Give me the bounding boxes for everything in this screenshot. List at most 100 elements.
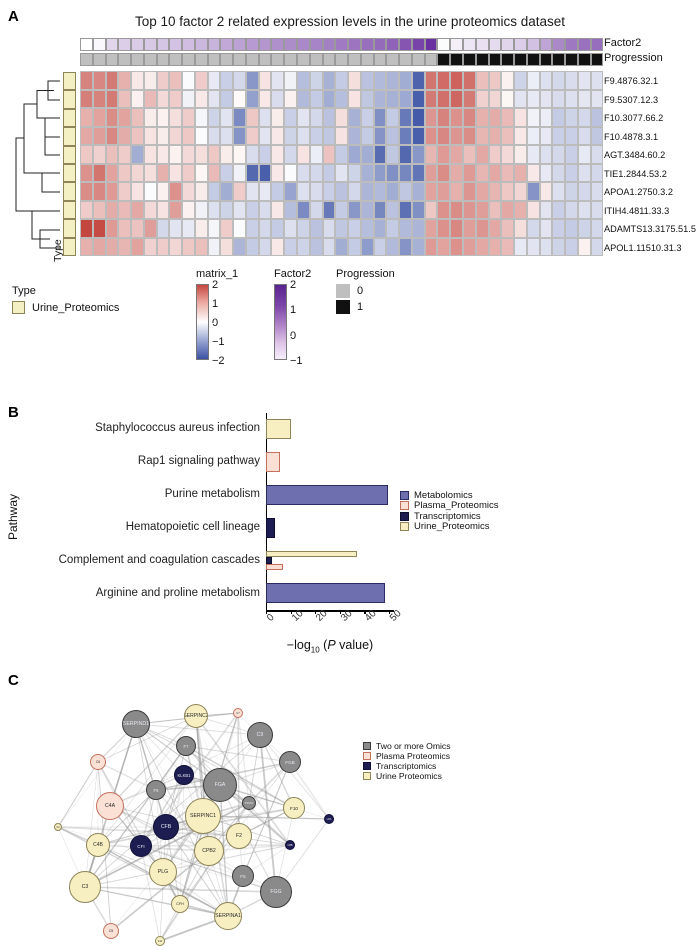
heatmap-cell: [335, 71, 349, 90]
heatmap-cell: [539, 108, 553, 127]
network-node[interactable]: CFI: [130, 835, 152, 857]
type-annotation-cell: [63, 108, 76, 128]
network-node[interactable]: F7: [176, 736, 196, 756]
barchart-x-axis-label: −log10 (P value): [266, 638, 394, 655]
network-node[interactable]: PLG: [149, 858, 177, 886]
heatmap-cell: [577, 89, 591, 108]
network-node[interactable]: F11: [155, 936, 165, 946]
factor2-annotation-cell: [143, 38, 157, 51]
heatmap-cell: [411, 200, 425, 219]
heatmap-cell: [284, 219, 298, 238]
heatmap-cell: [322, 182, 336, 201]
heatmap-cell: [348, 237, 361, 256]
heatmap-row: [80, 182, 604, 201]
network-node[interactable]: FGG: [260, 876, 292, 908]
network-node[interactable]: F10: [283, 797, 305, 819]
heatmap-cell: [284, 126, 298, 145]
heatmap-cell: [131, 200, 144, 219]
heatmap-cell: [297, 145, 310, 164]
heatmap-row-label: AGT.3484.60.2: [604, 150, 666, 160]
heatmap-cell: [80, 108, 93, 127]
network-node[interactable]: C7: [233, 708, 243, 718]
heatmap-cell: [92, 145, 106, 164]
network-node[interactable]: SERPINC2: [184, 704, 208, 728]
network-node[interactable]: C4A: [96, 792, 124, 820]
network-node[interactable]: KLKB1: [174, 765, 194, 785]
progression-annotation-cell: [373, 53, 387, 66]
heatmap-cell: [373, 71, 387, 90]
heatmap-cell: [297, 182, 310, 201]
barchart-bar: [266, 564, 283, 571]
network-node[interactable]: PROC: [242, 796, 256, 810]
network-node[interactable]: C9: [247, 722, 273, 748]
heatmap-row: [80, 108, 604, 127]
network-node[interactable]: C6: [90, 754, 106, 770]
progression-annotation-cell: [565, 53, 578, 66]
factor2-tick-label: −1: [290, 355, 303, 367]
network-node[interactable]: F5: [232, 865, 254, 887]
heatmap-cell: [424, 182, 438, 201]
heatmap-cell: [245, 237, 259, 256]
heatmap-cell: [182, 89, 195, 108]
heatmap-row-label: F9.5307.12.3: [604, 94, 659, 105]
heatmap-cell: [335, 126, 349, 145]
heatmap-cell: [143, 108, 157, 127]
heatmap-cell: [233, 145, 246, 164]
network-node[interactable]: F9: [146, 780, 166, 800]
progression-annotation-cell: [131, 53, 144, 66]
network-node[interactable]: C4B: [86, 833, 110, 857]
network-node[interactable]: C5: [103, 923, 119, 939]
heatmap-cell: [526, 145, 540, 164]
network-node[interactable]: LPA: [324, 814, 334, 824]
heatmap-cell: [488, 145, 502, 164]
network-legend-label: Urine Proteomics: [376, 771, 442, 781]
heatmap-cell: [514, 200, 527, 219]
heatmap-cell: [309, 108, 323, 127]
progression-annotation-cell: [118, 53, 132, 66]
type-annotation-cell: [63, 219, 76, 238]
network-node[interactable]: SERPIND1: [122, 710, 150, 738]
factor2-tick-label: 2: [290, 279, 297, 291]
network-node[interactable]: FGA: [203, 768, 237, 802]
network-node[interactable]: FGB: [279, 751, 301, 773]
heatmap-cell: [399, 237, 412, 256]
network-node[interactable]: CPB2: [194, 836, 224, 866]
progression-annotation-cell: [207, 53, 221, 66]
network-node[interactable]: C8B: [285, 840, 295, 850]
network-node[interactable]: SERPINA1: [214, 902, 242, 930]
heatmap-cell: [360, 182, 374, 201]
network-legend-item: Urine Proteomics: [363, 771, 451, 781]
heatmap-cell: [450, 108, 463, 127]
network-node[interactable]: CFB: [153, 814, 179, 840]
factor2-annotation-cell: [322, 38, 336, 51]
heatmap-cell: [143, 89, 157, 108]
type-annotation-cell: [63, 200, 76, 220]
legend-progression-swatch: [336, 300, 350, 314]
panel-letter-b: B: [8, 404, 19, 421]
heatmap-cell: [80, 219, 93, 238]
heatmap-cell: [488, 237, 502, 256]
network-node[interactable]: C3: [69, 871, 101, 903]
heatmap-cell: [450, 163, 463, 182]
network-node[interactable]: CFH: [171, 895, 189, 913]
heatmap-cell: [156, 182, 170, 201]
heatmap-cell: [169, 89, 183, 108]
heatmap-cell: [271, 237, 285, 256]
heatmap-cell: [475, 219, 489, 238]
heatmap-cell: [437, 219, 451, 238]
heatmap-cell: [501, 89, 515, 108]
heatmap-cell: [475, 145, 489, 164]
progression-annotation-bar: [80, 53, 604, 66]
network-node[interactable]: C2: [54, 823, 62, 831]
progression-annotation-cell: [169, 53, 183, 66]
progression-annotation-cell: [411, 53, 425, 66]
heatmap-cell: [169, 163, 183, 182]
heatmap-cell: [194, 163, 208, 182]
network-node[interactable]: F2: [226, 823, 252, 849]
heatmap-cell: [131, 89, 144, 108]
network-node[interactable]: SERPINC1: [185, 798, 221, 834]
heatmap-cell: [373, 89, 387, 108]
heatmap-cell: [118, 71, 132, 90]
heatmap-cell: [194, 89, 208, 108]
heatmap-cell: [258, 126, 272, 145]
